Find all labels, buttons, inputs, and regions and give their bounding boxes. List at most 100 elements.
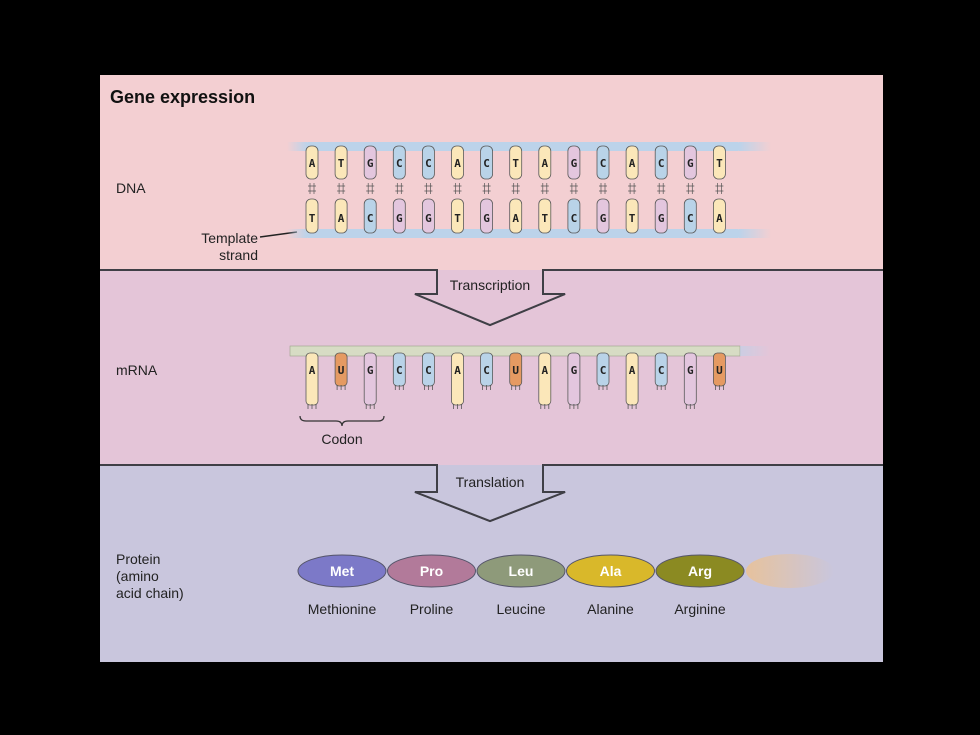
codon-bracket: [299, 415, 385, 427]
dna-base-pair: CG: [654, 145, 668, 234]
mrna-base-body: [683, 352, 697, 406]
dna-bottom-base-letter: T: [541, 212, 548, 225]
mrna-base-tick: [569, 404, 579, 409]
amino-acid-name: Proline: [410, 601, 454, 617]
dna-top-base: [392, 145, 406, 180]
hydrogen-bond: [511, 183, 520, 194]
template-label-2: strand: [219, 247, 258, 263]
dna-base-pair: GC: [567, 145, 581, 234]
mrna-base-body: [625, 352, 639, 406]
dna-bottom-base: [509, 198, 523, 234]
dna-bottom-base-letter: G: [600, 212, 607, 225]
mrna-base-letter: C: [600, 364, 607, 377]
dna-top-base-letter: G: [367, 157, 374, 170]
mrna-base: G: [363, 352, 377, 409]
mrna-base-tick: [656, 385, 666, 390]
mrna-base-letter: G: [571, 364, 578, 377]
dna-top-base: [683, 145, 697, 180]
mrna-base-tick: [307, 404, 317, 409]
mrna-base: C: [654, 352, 668, 390]
mrna-base-tick: [715, 385, 724, 390]
mrna-base-letter: G: [367, 364, 374, 377]
transcription-arrow: [415, 271, 565, 325]
mrna-base-letter: C: [396, 364, 403, 377]
mrna-base-tick: [627, 404, 637, 409]
dna-bottom-base: [596, 198, 610, 234]
mrna-base-letter: C: [425, 364, 432, 377]
hydrogen-bond: [599, 183, 607, 194]
dna-top-base: [451, 145, 464, 180]
dna-bottom-base-letter: T: [454, 212, 461, 225]
dna-bottom-base: [334, 198, 348, 234]
amino-acid-shape: [655, 554, 745, 588]
dna-bottom-base: [567, 198, 581, 234]
hydrogen-bond: [715, 183, 724, 194]
dna-top-base: [654, 145, 668, 180]
mrna-base-body: [567, 352, 581, 406]
mrna-base-tick: [453, 404, 462, 409]
protein-label-2: (amino: [116, 568, 159, 584]
amino-acid-abbr: Pro: [420, 563, 443, 579]
dna-bottom-base: [713, 198, 726, 234]
mrna-base-tick: [685, 404, 695, 409]
hydrogen-bond: [540, 183, 549, 194]
dna-bottom-base-letter: A: [512, 212, 519, 225]
mrna-base: C: [596, 352, 610, 390]
dna-top-base-letter: G: [687, 157, 694, 170]
mrna-base-letter: U: [512, 364, 519, 377]
translation-arrow-outline: [414, 465, 566, 523]
dna-bottom-backbone-fade-left: [287, 229, 307, 238]
hydrogen-bond: [657, 183, 666, 194]
hydrogen-bond: [453, 183, 462, 194]
dna-bottom-base-letter: A: [716, 212, 723, 225]
dna-bottom-base: [421, 198, 435, 234]
dna-bottom-base-letter: T: [309, 212, 316, 225]
mrna-base: G: [567, 352, 581, 409]
dna-base-pair: AT: [451, 145, 464, 234]
dna-bottom-base: [363, 198, 377, 234]
dna-top-base-letter: C: [396, 157, 403, 170]
amino-acid-abbr: Arg: [688, 563, 712, 579]
dna-bottom-base: [625, 198, 639, 234]
mrna-base-letter: C: [658, 364, 665, 377]
amino-acid-name: Methionine: [308, 601, 377, 617]
amino-acid-abbr: Ala: [600, 563, 622, 579]
mrna-label: mRNA: [116, 362, 158, 378]
hydrogen-bond: [569, 183, 578, 194]
mrna-base: A: [625, 352, 639, 409]
mrna-base-tick: [424, 385, 433, 390]
dna-top-base-letter: C: [600, 157, 607, 170]
mrna-base: A: [305, 352, 319, 409]
hydrogen-bond: [482, 183, 491, 194]
dna-bottom-base: [305, 198, 319, 234]
dna-top-base: [480, 145, 494, 180]
mrna-base-body: [305, 352, 319, 406]
protein-chain-fade: [746, 554, 834, 588]
mrna-base: C: [480, 352, 494, 390]
dna-base-pair: CG: [596, 145, 610, 234]
dna-bottom-base-letter: T: [629, 212, 636, 225]
mrna-base-tick: [482, 385, 491, 390]
dna-bottom-base: [538, 198, 552, 234]
protein-label-3: acid chain): [116, 585, 184, 601]
amino-acid-shape: [566, 554, 655, 588]
dna-base-pair: GC: [683, 145, 697, 234]
dna-top-base-letter: C: [658, 157, 665, 170]
mrna-base-tick: [394, 385, 404, 390]
dna-bottom-base-letter: C: [687, 212, 694, 225]
dna-top-base: [567, 145, 581, 180]
dna-bottom-base-letter: G: [658, 212, 665, 225]
dna-base-pair: AT: [625, 145, 639, 234]
dna-bottom-base-letter: G: [483, 212, 490, 225]
mrna-base-letter: A: [309, 364, 316, 377]
figure-title: Gene expression: [110, 87, 255, 107]
dna-top-base: [305, 145, 319, 180]
hydrogen-bond: [366, 183, 375, 194]
dna-top-base: [509, 145, 523, 180]
mrna-base: C: [392, 352, 406, 390]
